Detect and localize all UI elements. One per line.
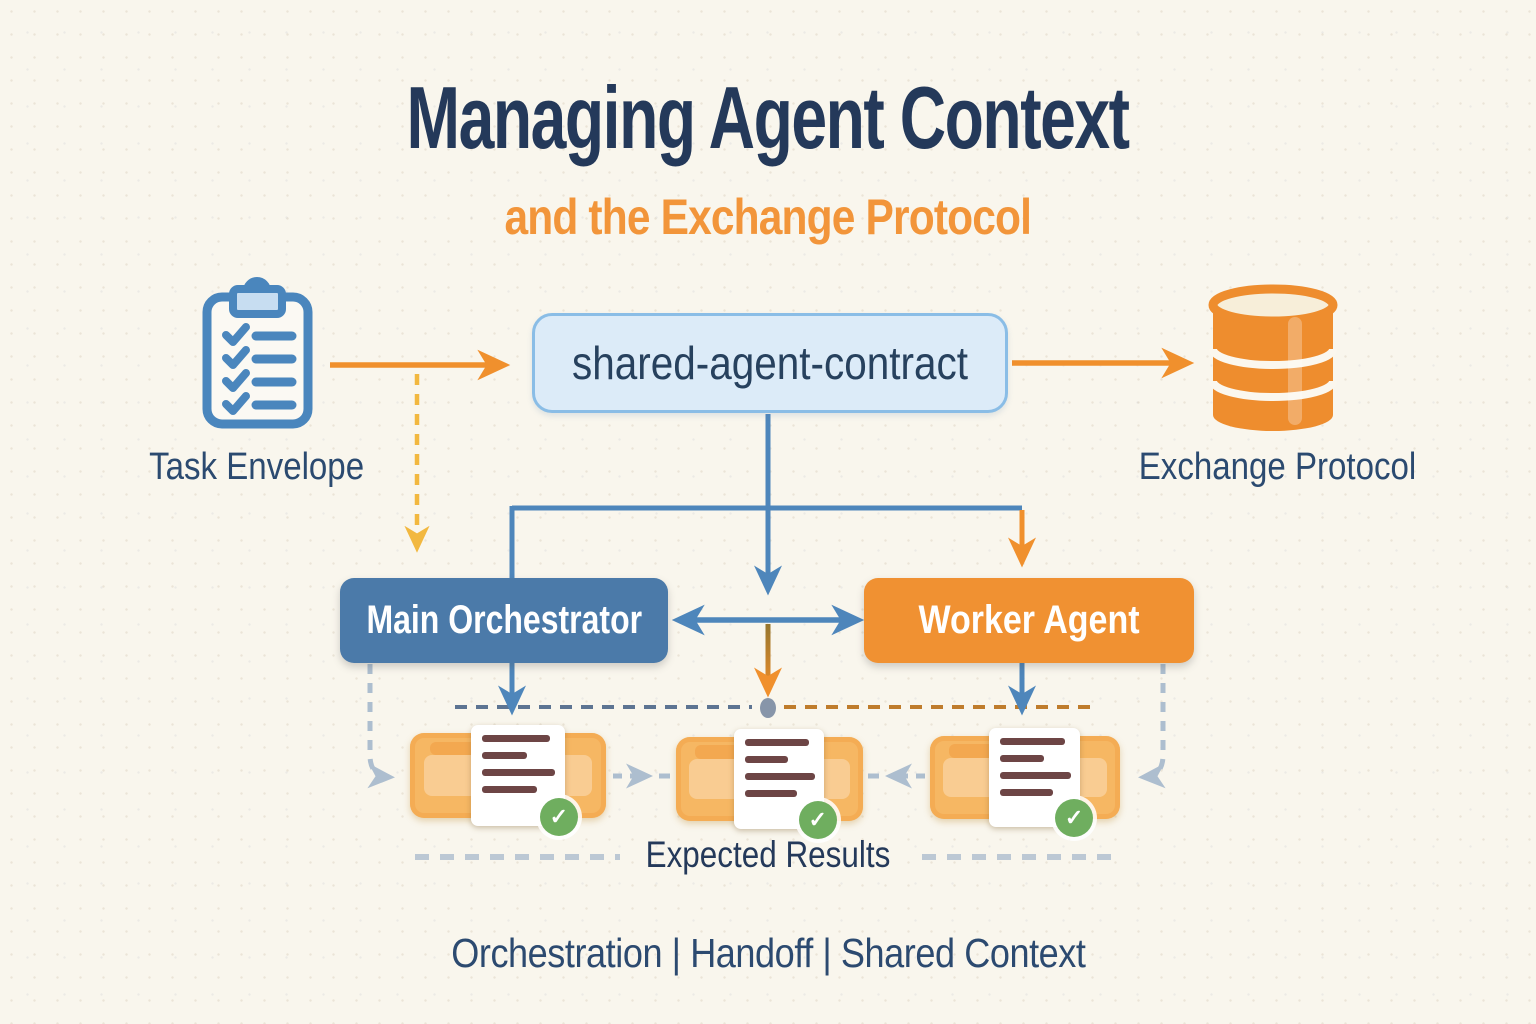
document-icon: ✓ bbox=[470, 725, 578, 836]
main-orchestrator-node: Main Orchestrator bbox=[340, 578, 668, 663]
result-card: ✓ bbox=[410, 725, 606, 836]
page-title-text: Managing Agent Context bbox=[406, 68, 1131, 167]
document-icon: ✓ bbox=[733, 729, 837, 839]
check-circle-icon: ✓ bbox=[539, 798, 578, 836]
dashed-loop-right bbox=[1138, 664, 1166, 789]
check-circle-icon: ✓ bbox=[798, 801, 837, 839]
shared-contract-node: shared-agent-contract bbox=[532, 313, 1008, 413]
clipboard-icon bbox=[202, 277, 313, 429]
expected-results-label: Expected Results bbox=[645, 834, 891, 875]
document-icon: ✓ bbox=[988, 728, 1094, 837]
shared-contract-label: shared-agent-contract bbox=[571, 337, 969, 389]
junction-dot bbox=[760, 698, 776, 718]
task-envelope-label: Task Envelope bbox=[149, 446, 365, 488]
dashed-loop-left bbox=[367, 664, 395, 789]
main-orchestrator-label: Main Orchestrator bbox=[366, 598, 642, 642]
database-icon bbox=[1208, 284, 1338, 431]
result-card: ✓ bbox=[930, 728, 1120, 837]
worker-agent-node: Worker Agent bbox=[864, 578, 1194, 663]
check-circle-icon: ✓ bbox=[1055, 799, 1094, 837]
page-subtitle: and the Exchange Protocol bbox=[0, 192, 1536, 242]
result-card: ✓ bbox=[676, 729, 863, 839]
page-subtitle-text: and the Exchange Protocol bbox=[504, 189, 1032, 245]
footer-caption: Orchestration | Handoff | Shared Context bbox=[450, 930, 1086, 976]
exchange-protocol-label: Exchange Protocol bbox=[1138, 446, 1416, 488]
worker-agent-label: Worker Agent bbox=[918, 598, 1140, 642]
page-title: Managing Agent Context bbox=[0, 74, 1536, 162]
